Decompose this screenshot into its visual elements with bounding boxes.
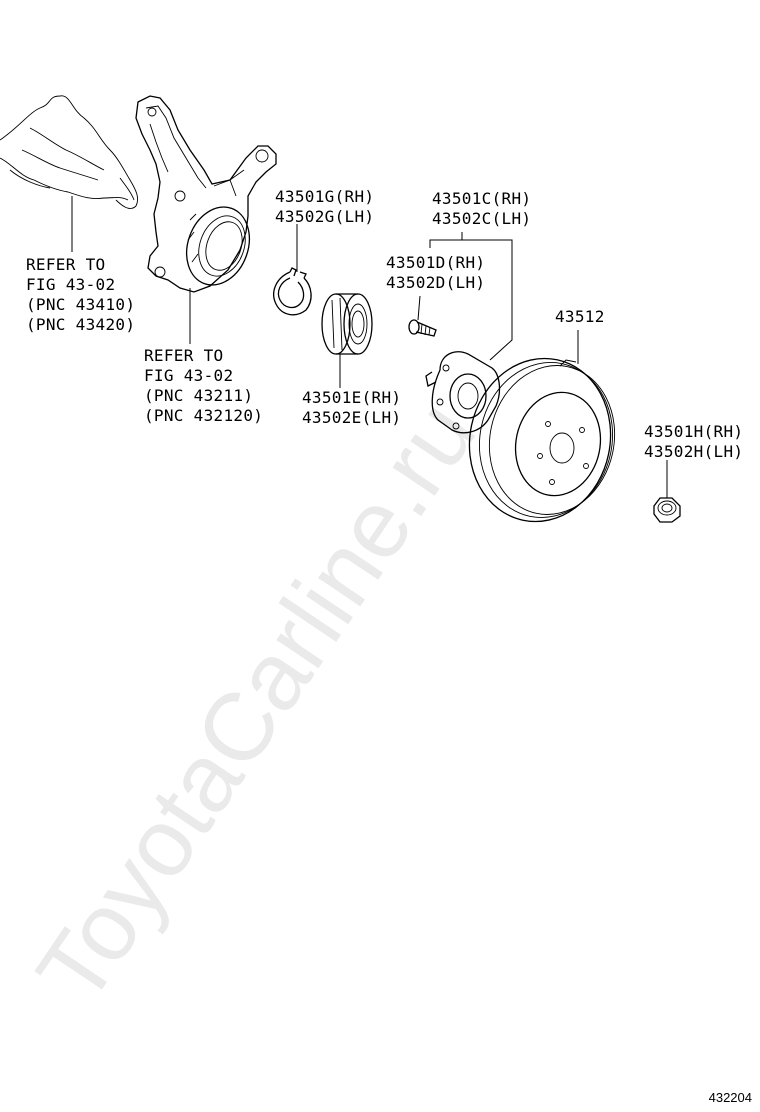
ref-left-line-1: REFER TO bbox=[26, 255, 105, 274]
hose-icon bbox=[0, 95, 139, 209]
figure-number: 432204 bbox=[709, 1090, 752, 1105]
hub-nut-icon bbox=[653, 497, 681, 523]
label-h-lh: 43502H(LH) bbox=[644, 442, 743, 461]
label-h-rh: 43501H(RH) bbox=[644, 422, 743, 441]
label-disc: 43512 bbox=[555, 307, 605, 326]
label-e-lh: 43502E(LH) bbox=[302, 408, 401, 427]
knuckle-icon bbox=[135, 95, 277, 293]
ref-left-line-2: FIG 43-02 bbox=[26, 275, 115, 294]
snap-ring-icon bbox=[273, 267, 312, 316]
label-c-lh: 43502C(LH) bbox=[432, 209, 531, 228]
label-h: 43501H(RH) 43502H(LH) bbox=[644, 422, 743, 461]
ref-mid-line-1: REFER TO bbox=[144, 346, 223, 365]
label-e-rh: 43501E(RH) bbox=[302, 388, 401, 407]
label-d-rh: 43501D(RH) bbox=[386, 253, 485, 272]
label-g: 43501G(RH) 43502G(LH) bbox=[275, 187, 374, 226]
label-c: 43501C(RH) 43502C(LH) bbox=[432, 189, 531, 228]
ref-left-line-3: (PNC 43410) bbox=[26, 295, 135, 314]
label-d-lh: 43502D(LH) bbox=[386, 273, 485, 292]
ref-mid-line-2: FIG 43-02 bbox=[144, 366, 233, 385]
ref-left-label: REFER TO FIG 43-02 (PNC 43410) (PNC 4342… bbox=[26, 255, 135, 334]
label-d: 43501D(RH) 43502D(LH) bbox=[386, 253, 485, 292]
leader-lines bbox=[71, 196, 668, 498]
ref-mid-label: REFER TO FIG 43-02 (PNC 43211) (PNC 4321… bbox=[144, 346, 263, 425]
hub-bolt-icon bbox=[408, 319, 437, 337]
label-e: 43501E(RH) 43502E(LH) bbox=[302, 388, 401, 427]
ref-mid-line-3: (PNC 43211) bbox=[144, 386, 253, 405]
label-c-rh: 43501C(RH) bbox=[432, 189, 531, 208]
ref-mid-line-4: (PNC 432120) bbox=[144, 406, 263, 425]
bearing-icon bbox=[321, 293, 373, 355]
label-g-lh: 43502G(LH) bbox=[275, 207, 374, 226]
brake-disc-icon bbox=[468, 357, 616, 523]
axle-hub-icon bbox=[425, 351, 501, 434]
ref-left-line-4: (PNC 43420) bbox=[26, 315, 135, 334]
watermark: ToyotaCarline.ru bbox=[17, 382, 497, 1021]
label-g-rh: 43501G(RH) bbox=[275, 187, 374, 206]
